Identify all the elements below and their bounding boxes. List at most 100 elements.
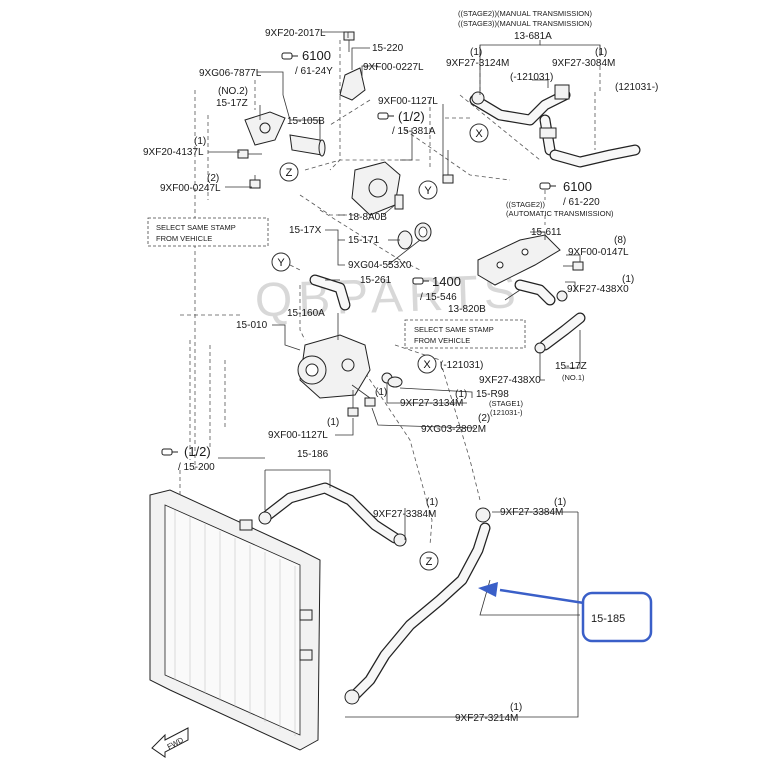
label-9xf27-438x0-a: 9XF27-438X0 [567, 284, 629, 295]
svg-text:X: X [423, 359, 431, 371]
thermostat-15-171 [397, 230, 413, 250]
clamp-9xf27-3124m [471, 91, 485, 105]
clamp-9xf27-438x0-b [534, 342, 546, 354]
label-ref-61-24y: / 61-24Y [295, 66, 333, 77]
label-9xf00-1127l-top: 9XF00-1127L [378, 96, 438, 107]
radiator-group: FWD [149, 469, 580, 758]
water-pump-15-010 [297, 334, 371, 399]
pointer-icon [412, 277, 429, 285]
label-from-vehicle-1: FROM VEHICLE [156, 234, 212, 243]
clamp-9xf27-3384m-a [258, 511, 407, 547]
clamp-9xf27-3384m-b [475, 507, 491, 523]
label-qty-2a: (2) [207, 173, 219, 184]
watermark: QBPARTS [254, 265, 523, 327]
circle-z-bottom: Z [419, 551, 439, 571]
label-stage2-mt-1: ((STAGE2))(MANUAL TRANSMISSION) [458, 9, 593, 18]
label-qty-1a: (1) [194, 136, 206, 147]
label-ref-15-381a: / 15-381A [392, 126, 436, 137]
label-9xf27-3214m: 9XF27-3214M [455, 713, 518, 724]
svg-text:X: X [475, 128, 483, 140]
label-9xf27-438x0-b: 9XF27-438X0 [479, 375, 541, 386]
label-date-minus-121031-c: (-121031) [440, 360, 483, 371]
svg-text:Y: Y [277, 257, 285, 269]
label-date-121031-b: (121031-) [615, 82, 658, 93]
label-qty-1b: (1) [470, 47, 482, 58]
label-15-r98: 15-R98 [476, 389, 509, 400]
label-from-vehicle-2: FROM VEHICLE [414, 336, 470, 345]
pointer-icon [281, 52, 298, 60]
text-labels: 9XF20-2017L 6100 / 61-24Y 15-220 9XF00-0… [143, 9, 658, 724]
label-9xf27-3384m-b: 9XF27-3384M [500, 507, 563, 518]
label-9xg04-553x0: 9XG04-553X0 [348, 260, 412, 271]
label-ref-15-546: / 15-546 [420, 292, 457, 303]
bolt-9xf20-2017l [343, 31, 355, 52]
label-9xf00-0247l: 9XF00-0247L [160, 183, 221, 194]
label-15-17x: 15-17X [289, 225, 322, 236]
thermostat-housing-15-17x [351, 161, 401, 216]
pipe-13-820b [514, 279, 556, 306]
label-select-stamp-2: SELECT SAME STAMP [414, 325, 494, 334]
bracket-15-611-group [477, 215, 586, 354]
bolt-9xf00-0147l [563, 261, 584, 271]
label-ref-15-200: / 15-200 [178, 462, 215, 473]
label-9xf27-3134m: 9XF27-3134M [400, 398, 463, 409]
label-ref-1400: 1400 [432, 274, 461, 289]
label-9xf00-1127l-bottom: 9XF00-1127L [268, 430, 328, 441]
label-ref-6100: 6100 [302, 48, 331, 63]
label-15-185: 15-185 [591, 613, 625, 625]
top-right-pipe-group [459, 45, 641, 200]
label-date-minus-121031-a: (-121031) [510, 72, 553, 83]
upper-hose-15-186 [262, 482, 401, 544]
label-qty-1j: (1) [510, 702, 522, 713]
label-qty-1c: (1) [595, 47, 607, 58]
label-ref-6100-b: 6100 [563, 179, 592, 194]
label-qty-1f: (1) [375, 387, 387, 398]
label-no2: (NO.2) [218, 86, 248, 97]
label-automatic-transmission: (AUTOMATIC TRANSMISSION) [506, 209, 614, 218]
label-9xf27-3124m: 9XF27-3124M [446, 58, 509, 69]
label-15-186: 15-186 [297, 449, 329, 460]
leader-lines [208, 31, 601, 459]
circle-y-mid: Y [271, 252, 291, 272]
svg-text:Z: Z [286, 167, 293, 179]
gasket-9xg04-553x0 [414, 222, 432, 242]
label-stage3-mt: ((STAGE3))(MANUAL TRANSMISSION) [458, 19, 593, 28]
label-9xf27-3384m-a: 9XF27-3384M [373, 509, 436, 520]
bolt-9xf20-4137l [237, 149, 262, 159]
label-ref-61-220: / 61-220 [563, 197, 600, 208]
label-qty-8: (8) [614, 235, 626, 246]
radiator [149, 489, 321, 751]
label-9xf20-4137l: 9XF20-4137L [143, 147, 204, 158]
circle-z-top: Z [279, 162, 299, 182]
label-select-stamp-1: SELECT SAME STAMP [156, 223, 236, 232]
bolt-9xg03-2802m [351, 384, 376, 407]
label-9xg03-2802m: 9XG03-2802M [421, 424, 486, 435]
bolt-9xf00-0247l [249, 175, 261, 189]
label-date-121031-d: (121031-) [490, 408, 523, 417]
label-9xf20-2017l: 9XF20-2017L [265, 28, 326, 39]
label-qty-1g: (1) [327, 417, 339, 428]
label-15-17z-top: 15-17Z [216, 98, 248, 109]
clamp-9xf27-438x0-a [556, 290, 568, 302]
pointer-icon [539, 182, 556, 190]
water-pump-group [297, 274, 403, 417]
label-qty-1d: (1) [622, 274, 634, 285]
label-ref-half-b: (1/2) [184, 444, 211, 459]
label-stage2-at: ((STAGE2)) [506, 200, 546, 209]
pipe-15-105b [289, 134, 326, 157]
circle-x-top: X [469, 123, 489, 143]
label-15-010: 15-010 [236, 320, 268, 331]
bolt-9xf00-1127l-bottom [347, 390, 359, 417]
label-qty-1h: (1) [426, 497, 438, 508]
label-9xf00-0147l: 9XF00-0147L [568, 247, 629, 258]
label-13-820b: 13-820B [448, 304, 486, 315]
select-stamp-box-1 [147, 217, 269, 247]
select-stamp-box-2 [404, 319, 526, 349]
label-qty-1e: (1) [455, 389, 467, 400]
top-left-group [180, 31, 511, 546]
hose-15-r98 [387, 376, 403, 388]
svg-text:Z: Z [426, 556, 433, 568]
label-9xf27-3084m: 9XF27-3084M [552, 58, 615, 69]
label-no1: (NO.1) [562, 373, 585, 382]
